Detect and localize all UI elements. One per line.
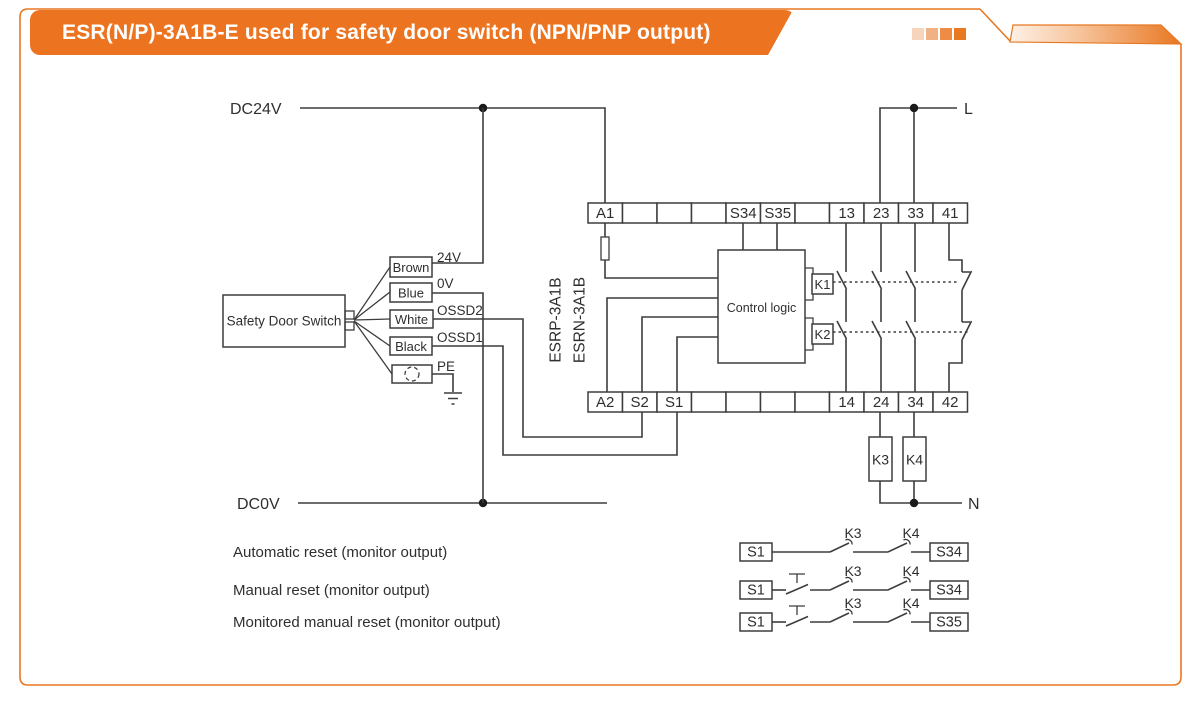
wire-signal-label: PE bbox=[437, 359, 455, 374]
terminal-42: 42 bbox=[942, 394, 959, 411]
junction-dot bbox=[909, 498, 919, 508]
module-internal-wiring bbox=[600, 223, 778, 392]
model-esrp-label: ESRP-3A1B bbox=[548, 277, 565, 362]
reset-s34-label: S34 bbox=[936, 545, 962, 561]
terminal-s2: S2 bbox=[631, 394, 649, 411]
safety-door-switch: Safety Door Switch bbox=[222, 266, 393, 375]
reset-row-manual: Manual reset (monitor output) S1 K3 K4 S… bbox=[233, 563, 969, 600]
terminal-s35: S35 bbox=[764, 205, 791, 222]
safety-door-switch-label: Safety Door Switch bbox=[227, 314, 342, 329]
control-logic-box: Control logic bbox=[717, 249, 806, 364]
terminal-strip-top: A1 S34 S35 13 23 33 41 bbox=[587, 202, 969, 224]
reset-k4-label: K4 bbox=[902, 595, 919, 611]
decor-square-icon bbox=[940, 28, 952, 40]
no-contact-icon bbox=[887, 538, 911, 553]
terminal-13: 13 bbox=[838, 205, 855, 222]
wire-signal-label: 24V bbox=[437, 250, 461, 265]
reset-k4-label: K4 bbox=[902, 563, 919, 579]
no-contact-icon bbox=[829, 576, 853, 591]
wire-signal-label: OSSD1 bbox=[437, 330, 483, 345]
connector-icon bbox=[344, 310, 355, 320]
terminal-34: 34 bbox=[907, 394, 924, 411]
wire-signal-label: OSSD2 bbox=[437, 303, 483, 318]
terminal-23: 23 bbox=[873, 205, 890, 222]
power-rails bbox=[298, 103, 962, 508]
terminal-s1: S1 bbox=[665, 394, 683, 411]
control-logic-label: Control logic bbox=[727, 301, 796, 315]
wire-signal-label: 0V bbox=[437, 276, 454, 291]
contactor-k3-label: K3 bbox=[872, 452, 889, 468]
pe-shield-icon bbox=[404, 366, 420, 382]
decor-square-icon bbox=[926, 28, 938, 40]
terminal-strip-bottom: A2 S2 S1 14 24 34 42 bbox=[587, 391, 969, 413]
contactor-k4-label: K4 bbox=[906, 452, 923, 468]
terminal-s34: S34 bbox=[730, 205, 757, 222]
gradient-ribbon bbox=[1009, 24, 1183, 45]
wire-color-label: Blue bbox=[398, 286, 424, 301]
dc24v-label: DC24V bbox=[230, 101, 282, 118]
pushbutton-icon bbox=[785, 573, 809, 595]
reset-k4-label: K4 bbox=[902, 525, 919, 541]
no-contact-icon bbox=[887, 576, 911, 591]
wire-color-label: Black bbox=[395, 339, 427, 354]
reset-k3-label: K3 bbox=[844, 595, 861, 611]
terminal-a1: A1 bbox=[596, 205, 614, 222]
no-contact-icon bbox=[829, 538, 853, 553]
relay-k1-coil: K1 bbox=[805, 267, 834, 301]
output-contacts bbox=[836, 223, 973, 392]
reset-s35-label: S35 bbox=[936, 615, 962, 631]
model-esrn-label: ESRN-3A1B bbox=[572, 277, 589, 363]
wire-color-label: White bbox=[395, 312, 428, 327]
neutral-n-label: N bbox=[968, 496, 980, 513]
terminal-14: 14 bbox=[838, 394, 855, 411]
terminal-33: 33 bbox=[907, 205, 924, 222]
reset-caption: Manual reset (monitor output) bbox=[233, 582, 430, 599]
reset-caption: Automatic reset (monitor output) bbox=[233, 544, 447, 561]
reset-k3-label: K3 bbox=[844, 525, 861, 541]
no-contact-icon bbox=[829, 608, 853, 623]
no-contact-icon bbox=[887, 608, 911, 623]
reset-row-automatic: Automatic reset (monitor output) S1 K3 K… bbox=[233, 525, 969, 562]
pushbutton-icon bbox=[785, 605, 809, 627]
ground-icon bbox=[444, 392, 462, 405]
reset-k3-label: K3 bbox=[844, 563, 861, 579]
nc-contact-icon bbox=[948, 223, 973, 392]
relay-k2-coil: K2 bbox=[805, 317, 834, 351]
terminal-24: 24 bbox=[873, 394, 890, 411]
page-frame bbox=[19, 8, 1183, 686]
cable-wires: Brown Blue White Black 24V 0V OSSD2 OSSD… bbox=[389, 108, 678, 503]
reset-s1-label: S1 bbox=[747, 583, 765, 599]
header-bar: ESR(N/P)-3A1B-E used for safety door swi… bbox=[30, 10, 793, 55]
page-title: ESR(N/P)-3A1B-E used for safety door swi… bbox=[62, 20, 711, 44]
reset-s1-label: S1 bbox=[747, 615, 765, 631]
dc0v-label: DC0V bbox=[237, 496, 280, 513]
terminal-41: 41 bbox=[942, 205, 959, 222]
decor-square-icon bbox=[954, 28, 966, 40]
reset-caption: Monitored manual reset (monitor output) bbox=[233, 614, 501, 631]
wire-color-label: Brown bbox=[393, 260, 430, 275]
connector-icon bbox=[344, 321, 355, 331]
decor-square-icon bbox=[912, 28, 924, 40]
relay-k2-label: K2 bbox=[815, 327, 831, 342]
terminal-a2: A2 bbox=[596, 394, 614, 411]
junction-dot bbox=[909, 103, 919, 113]
decor-squares bbox=[912, 28, 966, 40]
line-l-label: L bbox=[964, 101, 973, 118]
relay-k1-label: K1 bbox=[815, 277, 831, 292]
reset-row-monitored-manual: Monitored manual reset (monitor output) … bbox=[233, 595, 969, 632]
contactor-k4: K4 bbox=[902, 412, 927, 482]
fuse-icon bbox=[600, 236, 610, 261]
reset-s34-label: S34 bbox=[936, 583, 962, 599]
contactor-k3: K3 bbox=[868, 412, 893, 482]
reset-s1-label: S1 bbox=[747, 545, 765, 561]
